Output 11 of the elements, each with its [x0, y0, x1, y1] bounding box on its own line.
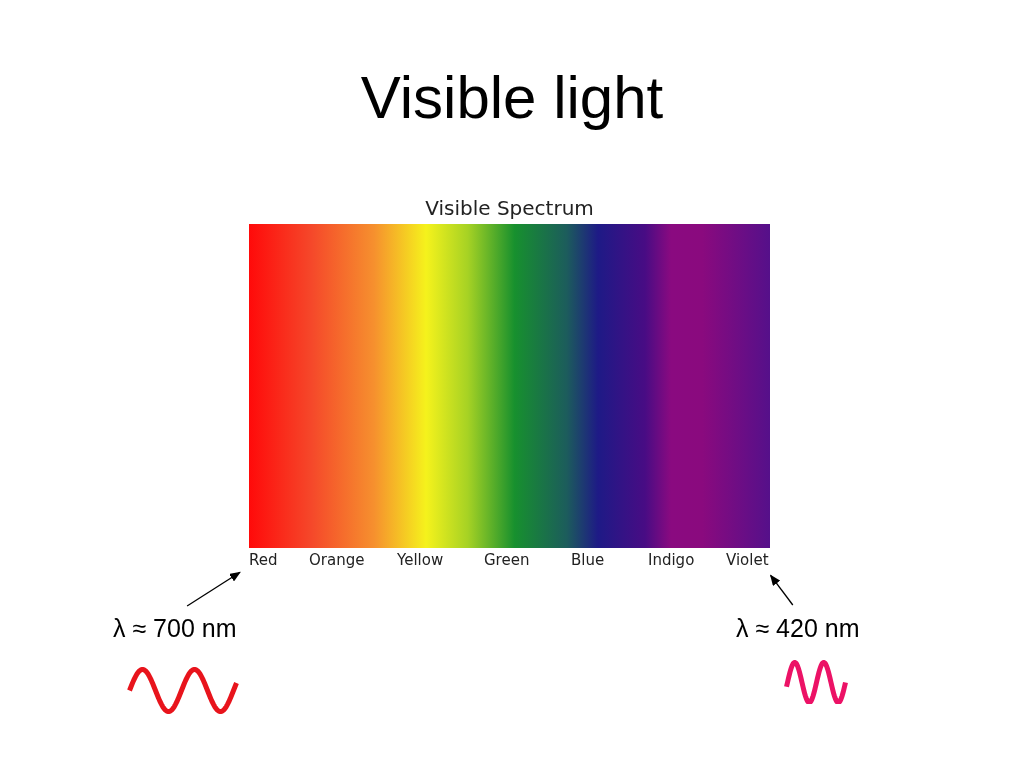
- wavelength-label: λ ≈ 700 nm: [113, 614, 237, 643]
- arrow: [186, 571, 241, 607]
- slide-title: Visible light: [360, 63, 664, 132]
- color-label: Yellow: [397, 552, 444, 570]
- arrow: [769, 574, 794, 606]
- color-label: Green: [484, 552, 530, 570]
- spectrum-title: Visible Spectrum: [425, 197, 594, 220]
- color-label: Violet: [726, 552, 769, 570]
- color-label: Red: [249, 552, 278, 570]
- wavelength-label: λ ≈ 420 nm: [736, 614, 860, 643]
- color-label: Blue: [571, 552, 605, 570]
